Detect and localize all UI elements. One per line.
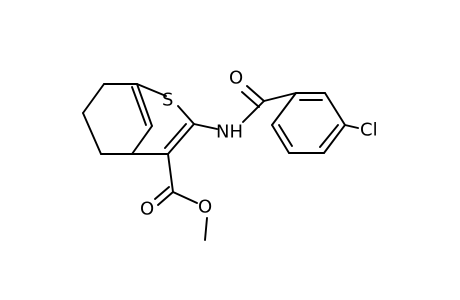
amide-oxygen-atom: O <box>229 68 243 89</box>
bond-aryl-2 <box>324 92 346 126</box>
bond-s-c2 <box>177 105 195 125</box>
ether-oxygen-atom: O <box>198 197 212 218</box>
bond-o-methyl <box>204 217 208 241</box>
bond-ring-3 <box>82 112 102 155</box>
bond-aryl-inner-3 <box>278 124 293 147</box>
bond-c3-ester <box>167 153 174 193</box>
bond-c2-c3 <box>167 123 195 155</box>
chlorine-atom: Cl <box>360 120 378 141</box>
bond-aryl-3 <box>323 124 346 154</box>
carbonyl-oxygen-atom: O <box>140 199 154 220</box>
bond-carbonyl-o <box>246 85 265 102</box>
bond-ring-6 <box>136 83 153 127</box>
bond-aryl-6 <box>271 92 297 126</box>
bond-ester-o-single <box>172 191 198 204</box>
bond-carbonyl-o-double <box>241 91 260 108</box>
bond-c2-n <box>193 123 218 130</box>
bond-ring-5 <box>131 125 153 155</box>
bond-ring-2 <box>82 83 105 114</box>
bond-c3a-c7a-double <box>131 86 147 126</box>
sulfur-atom: S <box>162 90 173 111</box>
bond-n-carbonyl <box>242 100 265 123</box>
bond-c2-c3-double <box>164 123 187 149</box>
bond-c7a-s <box>136 83 167 97</box>
bond-aryl-cl <box>344 124 359 129</box>
bond-ester-o-double-2 <box>154 186 170 200</box>
bond-ester-o-double <box>157 191 174 206</box>
bond-aryl-inner-2 <box>319 124 339 148</box>
bond-carbonyl-aryl <box>263 92 297 102</box>
amide-nitrogen-atom: NH <box>216 122 243 143</box>
bond-aryl-5 <box>271 124 290 154</box>
